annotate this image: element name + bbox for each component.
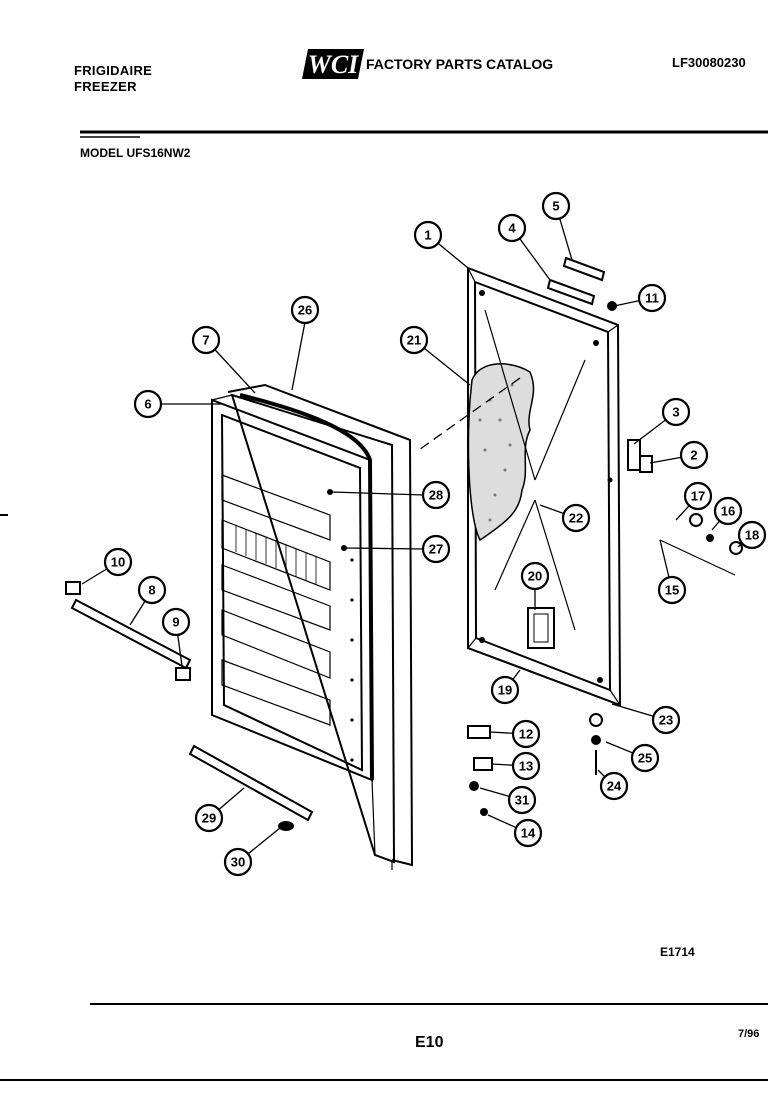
trim-cap <box>175 667 191 681</box>
callout-15: 15 <box>657 575 687 605</box>
trim-end-cap <box>65 581 81 595</box>
catalog-number: LF30080230 <box>672 55 746 70</box>
svg-text:1: 1 <box>424 228 431 243</box>
catalog-title: FACTORY PARTS CATALOG <box>366 56 554 72</box>
page-code: E10 <box>415 1034 444 1051</box>
svg-text:28: 28 <box>429 488 443 503</box>
svg-text:10: 10 <box>111 555 125 570</box>
svg-text:26: 26 <box>298 303 312 318</box>
lower-hinge <box>467 725 491 739</box>
brand-label: FRIGIDAIRE FREEZER <box>74 63 152 95</box>
callout-25: 25 <box>630 743 660 773</box>
callout-10: 10 <box>103 547 133 577</box>
model-label: MODEL UFS16NW2 <box>80 146 191 160</box>
callout-28: 28 <box>421 480 451 510</box>
wci-logo: WCI <box>302 49 364 79</box>
callout-24: 24 <box>599 771 629 801</box>
screw <box>278 821 294 831</box>
svg-text:16: 16 <box>721 504 735 519</box>
revision-date: 7/96 <box>738 1028 760 1040</box>
callout-16: 16 <box>713 496 743 526</box>
callout-4: 4 <box>497 213 527 243</box>
svg-text:5: 5 <box>552 199 559 214</box>
svg-text:7: 7 <box>202 333 209 348</box>
callout-27: 27 <box>421 534 451 564</box>
callout-7: 7 <box>191 325 221 355</box>
callout-17: 17 <box>683 481 713 511</box>
svg-text:8: 8 <box>148 583 155 598</box>
callout-29: 29 <box>194 803 224 833</box>
svg-text:18: 18 <box>745 528 759 543</box>
svg-text:25: 25 <box>638 751 652 766</box>
callout-22: 22 <box>561 503 591 533</box>
svg-text:23: 23 <box>659 713 673 728</box>
brand-name: FRIGIDAIRE <box>74 63 153 78</box>
svg-text:14: 14 <box>521 826 536 841</box>
svg-text:24: 24 <box>607 779 622 794</box>
diagram-code: E1714 <box>660 945 695 959</box>
callout-9: 9 <box>161 607 191 637</box>
svg-text:17: 17 <box>691 489 705 504</box>
svg-text:22: 22 <box>569 511 583 526</box>
bottom-trim-strip <box>188 744 314 822</box>
svg-text:29: 29 <box>202 811 216 826</box>
callout-8: 8 <box>137 575 167 605</box>
callout-31: 31 <box>507 785 537 815</box>
callout-14: 14 <box>513 818 543 848</box>
svg-text:4: 4 <box>508 221 516 236</box>
svg-text:3: 3 <box>672 405 679 420</box>
svg-text:15: 15 <box>665 583 679 598</box>
callout-6: 6 <box>133 389 163 419</box>
callout-5: 5 <box>541 191 571 221</box>
callout-23: 23 <box>651 705 681 735</box>
svg-text:12: 12 <box>519 727 533 742</box>
svg-text:6: 6 <box>144 397 151 412</box>
callout-30: 30 <box>223 847 253 877</box>
svg-text:13: 13 <box>519 759 533 774</box>
svg-text:2: 2 <box>690 448 697 463</box>
callout-21: 21 <box>399 325 429 355</box>
svg-text:20: 20 <box>528 569 542 584</box>
door-handle <box>527 607 555 649</box>
callout-20: 20 <box>520 561 550 591</box>
svg-text:9: 9 <box>172 615 179 630</box>
door-insulation <box>467 363 535 542</box>
callout-19: 19 <box>490 675 520 705</box>
svg-text:31: 31 <box>515 793 529 808</box>
svg-text:30: 30 <box>231 855 245 870</box>
callout-12: 12 <box>511 719 541 749</box>
logo-text: WCI <box>308 50 359 79</box>
callout-3: 3 <box>661 397 691 427</box>
svg-text:19: 19 <box>498 683 512 698</box>
callout-11: 11 <box>637 283 667 313</box>
door-liner <box>211 383 414 867</box>
callout-2: 2 <box>679 440 709 470</box>
callout-1: 1 <box>413 220 443 250</box>
svg-text:21: 21 <box>407 333 421 348</box>
svg-text:11: 11 <box>645 291 659 306</box>
callout-13: 13 <box>511 751 541 781</box>
callout-18: 18 <box>737 520 767 550</box>
callout-26: 26 <box>290 295 320 325</box>
product-type: FREEZER <box>74 79 137 94</box>
svg-text:27: 27 <box>429 542 443 557</box>
top-hinge-plate <box>546 278 596 306</box>
